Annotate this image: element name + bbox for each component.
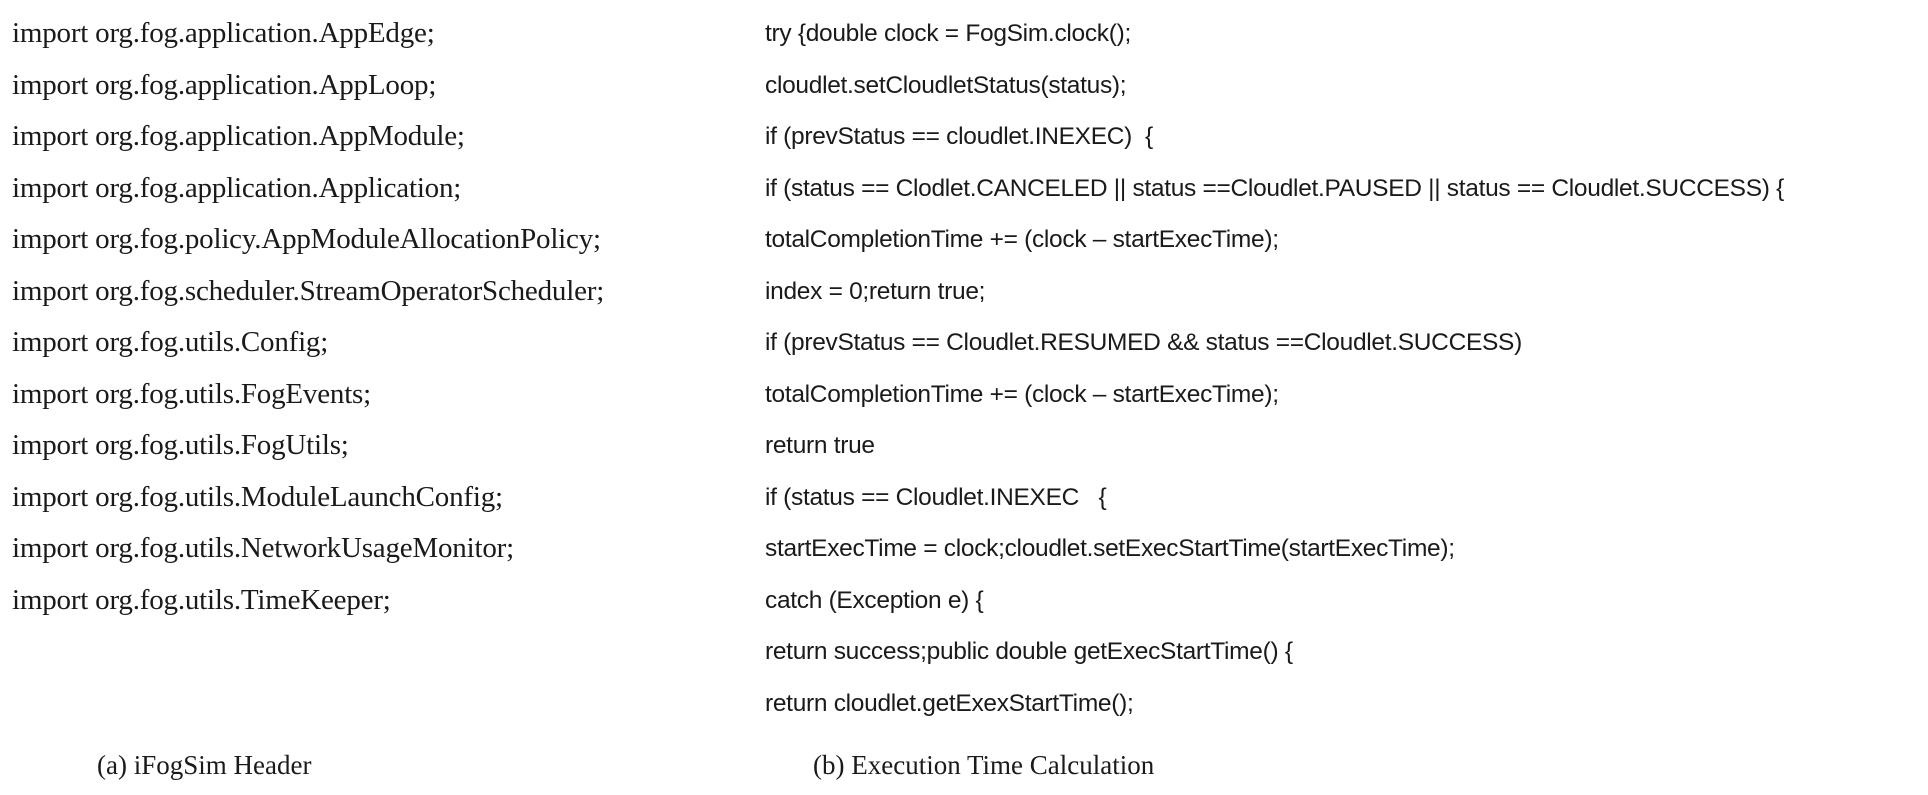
code-line: import org.fog.application.AppModule; xyxy=(12,120,465,152)
code-line: import org.fog.utils.ModuleLaunchConfig; xyxy=(12,480,503,513)
ifogsim-header-code: import org.fog.application.AppEdge; impo… xyxy=(12,8,752,626)
code-line: import org.fog.scheduler.StreamOperatorS… xyxy=(12,274,605,307)
code-line: import org.fog.policy.AppModuleAllocatio… xyxy=(12,223,601,255)
code-line: startExecTime = clock;cloudlet.setExecSt… xyxy=(765,535,1455,562)
code-line: cloudlet.setCloudletStatus(status); xyxy=(765,71,1127,99)
code-line: if (prevStatus == cloudlet.INEXEC) { xyxy=(765,123,1153,150)
code-line: totalCompletionTime += (clock – startExe… xyxy=(765,226,1279,253)
code-line: index = 0;return true; xyxy=(765,277,986,305)
execution-time-code: try {double clock = FogSim.clock(); clou… xyxy=(765,8,1925,729)
code-line: import org.fog.application.AppEdge; xyxy=(12,17,435,49)
code-line: import org.fog.application.AppLoop; xyxy=(12,68,437,101)
code-line: return cloudlet.getExexStartTime(); xyxy=(765,689,1134,717)
code-line: return success;public double getExecStar… xyxy=(765,638,1293,665)
code-line: return true xyxy=(765,432,875,459)
code-line: import org.fog.utils.TimeKeeper; xyxy=(12,583,391,616)
code-line: import org.fog.utils.Config; xyxy=(12,326,329,358)
code-line: import org.fog.application.Application; xyxy=(12,171,462,204)
code-line: import org.fog.utils.FogEvents; xyxy=(12,377,371,410)
code-line: import org.fog.utils.FogUtils; xyxy=(12,429,349,461)
code-line: if (status == Cloudlet.INEXEC { xyxy=(765,483,1107,511)
caption-execution-time: (b) Execution Time Calculation xyxy=(813,750,1155,780)
code-line: if (status == Clodlet.CANCELED || status… xyxy=(765,174,1784,202)
code-line: catch (Exception e) { xyxy=(765,586,984,614)
caption-ifogsim-header: (a) iFogSim Header xyxy=(97,750,312,780)
code-line: import org.fog.utils.NetworkUsageMonitor… xyxy=(12,532,514,564)
code-line: try {double clock = FogSim.clock(); xyxy=(765,20,1131,47)
code-line: if (prevStatus == Cloudlet.RESUMED && st… xyxy=(765,329,1522,356)
code-line: totalCompletionTime += (clock – startExe… xyxy=(765,380,1279,408)
